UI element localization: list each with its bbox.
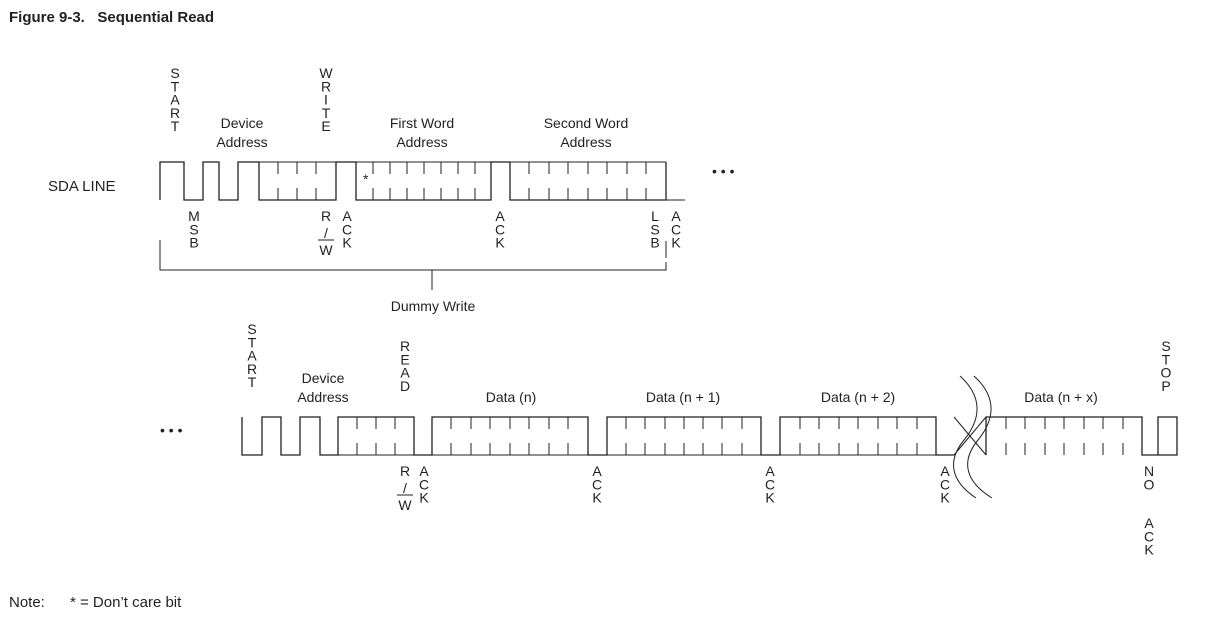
ellipsis-2: • • • (160, 422, 183, 438)
rw-w-1: W (319, 242, 333, 258)
device-address-bits-2 (338, 417, 414, 456)
rw-slash-1: / (324, 225, 328, 241)
dummy-write-label: Dummy Write (391, 298, 476, 314)
device-label-1: Device (221, 115, 264, 131)
break-mark (953, 375, 993, 499)
figure-title: Figure 9-3. Sequential Read (9, 9, 214, 26)
first-word-bits (356, 161, 491, 201)
device-address-bits-1 (259, 161, 336, 201)
device-address-label-2: Device Address (297, 370, 348, 405)
rw-r-1: R (321, 208, 331, 224)
second-word-bits (510, 161, 685, 201)
data-n2-bits (780, 417, 936, 456)
address-label-2: Address (297, 389, 348, 405)
first-word-address-sub: Address (396, 134, 447, 150)
data-n1-label: Data (n + 1) (646, 389, 720, 405)
note-text: * = Don’t care bit (70, 594, 182, 611)
dummy-write-bracket (159, 240, 667, 290)
dont-care-marker: * (363, 171, 369, 187)
rw-slash-2: / (403, 480, 407, 496)
note-label: Note: (9, 594, 45, 611)
data-nx-label: Data (n + x) (1024, 389, 1098, 405)
rw-r-2: R (400, 463, 410, 479)
data-nx-bits (986, 416, 1142, 455)
first-word-label: First Word (390, 115, 454, 131)
ellipsis-1: • • • (712, 163, 735, 179)
rw-label-1: R / W (318, 208, 334, 258)
data-n-bits (432, 417, 588, 456)
rw-label-2: R / W (397, 463, 413, 513)
rw-w-2: W (398, 497, 412, 513)
data-n1-bits (607, 417, 761, 456)
device-address-label-1: Device Address (216, 115, 267, 150)
sda-waveform-2 (241, 416, 1178, 456)
sda-line-label: SDA LINE (48, 178, 116, 195)
address-label-1: Address (216, 134, 267, 150)
first-word-address-label: First Word Address (390, 115, 454, 150)
data-n2-label: Data (n + 2) (821, 389, 895, 405)
second-word-address-sub: Address (560, 134, 611, 150)
data-n-label: Data (n) (486, 389, 537, 405)
device-label-2: Device (302, 370, 345, 386)
second-word-label: Second Word (544, 115, 629, 131)
second-word-address-label: Second Word Address (544, 115, 629, 150)
sda-waveform-1 (159, 161, 667, 201)
